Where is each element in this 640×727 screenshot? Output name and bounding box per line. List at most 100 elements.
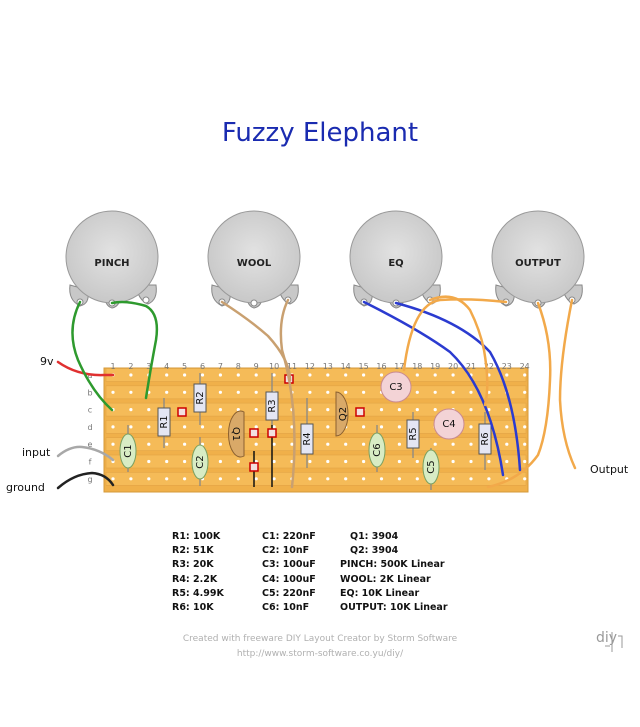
bom-item: C5: 220nF [262, 587, 316, 599]
board-hole [451, 442, 455, 446]
bom-item: OUTPUT: 10K Linear [340, 601, 448, 613]
wire-ground [56, 471, 115, 490]
board-hole [469, 459, 473, 464]
label-r5: R5 [408, 427, 419, 440]
board-hole [218, 390, 222, 394]
label-r2: R2 [195, 391, 206, 404]
column-number: 1 [110, 362, 115, 371]
board-hole [254, 442, 258, 446]
board-hole [147, 408, 151, 412]
bom-item: R2: 51K [172, 545, 214, 557]
column-number: 14 [341, 362, 351, 371]
wire-eq-lug3 [428, 295, 489, 407]
transistor-q2: Q2 [335, 391, 349, 437]
trace-cut [355, 407, 365, 417]
capacitor-body [191, 444, 209, 480]
wire-eq-lug1 [362, 300, 505, 477]
label-c4: C4 [442, 419, 455, 430]
capacitor-c6: C6 [368, 425, 386, 472]
board-hole [147, 425, 151, 429]
column-number: 6 [200, 362, 205, 371]
pot-pin [142, 296, 150, 304]
wire-wool-lug3 [279, 298, 296, 489]
board-hole [326, 408, 330, 412]
board-hole [165, 477, 169, 481]
board-hole [111, 477, 115, 481]
board-hole [362, 459, 366, 464]
label-c3: C3 [389, 382, 402, 393]
copper-strip [105, 454, 527, 469]
bom-item: C1: 220nF [262, 531, 316, 542]
diagram-title: Fuzzy Elephant [221, 118, 419, 148]
board-hole [362, 442, 366, 446]
board-hole [344, 442, 348, 446]
board-hole [451, 390, 455, 394]
bom-item: R3: 20K [172, 559, 214, 571]
row-letter: g [87, 475, 92, 484]
board-hole [505, 425, 509, 429]
transistor-body [228, 410, 245, 458]
label-ground: ground [6, 481, 45, 494]
board-hole [183, 425, 187, 429]
board-hole [236, 477, 240, 481]
trace-cut [177, 407, 187, 417]
bom-item: C4: 100uF [262, 573, 316, 585]
board-hole [308, 373, 312, 377]
resistor-r2: R2 [193, 373, 207, 425]
pot-body [349, 210, 443, 304]
resistor-body [406, 419, 420, 449]
board-hole [326, 425, 330, 429]
label-r1: R1 [159, 415, 170, 428]
column-number: 18 [412, 362, 422, 371]
credit-footer: Created with freeware DIY Layout Creator… [0, 632, 640, 662]
bom-item: R5: 4.99K [172, 587, 224, 599]
row-letter: b [87, 388, 92, 397]
board-hole [290, 442, 294, 446]
board-hole [272, 373, 276, 377]
board-hole [379, 373, 384, 377]
board-hole [397, 408, 401, 412]
board-hole [272, 459, 276, 464]
board-hole [218, 373, 222, 377]
bom-item: C3: 100uF [262, 559, 316, 571]
credit-line: Created with freeware DIY Layout Creator… [182, 634, 458, 644]
board-hole [236, 408, 240, 412]
board-hole [236, 390, 240, 394]
row-letter: e [88, 440, 93, 449]
board-hole [129, 477, 133, 481]
pot-pinch: PINCH [65, 210, 159, 309]
board-hole [326, 390, 330, 394]
wire-eq-lug2 [394, 301, 522, 472]
capacitor-body [368, 432, 386, 468]
transistor-q1: Q1 [228, 410, 245, 458]
board-hole [505, 442, 509, 446]
capacitor-c5: C5 [422, 448, 440, 490]
board-hole [415, 477, 419, 481]
trace-cut [249, 428, 259, 438]
column-number: 22 [484, 362, 494, 371]
board-hole [523, 373, 527, 377]
column-number: 24 [520, 362, 530, 371]
board-hole [183, 373, 187, 377]
board-hole [129, 373, 133, 377]
board-hole [523, 408, 527, 412]
bom-item: WOOL: 2K Linear [340, 573, 431, 585]
board-hole [487, 477, 491, 481]
column-number: 5 [182, 362, 187, 371]
board-hole [344, 390, 348, 394]
pot-label-eq: EQ [388, 258, 403, 269]
board-hole [254, 373, 258, 377]
pot-body [491, 210, 585, 304]
board-hole [433, 442, 437, 446]
board-hole [165, 442, 169, 446]
board-hole [183, 442, 187, 446]
resistor-r4: R4 [300, 398, 314, 468]
bom-item: Q2: 3904 [350, 545, 399, 557]
label-c2: C2 [195, 455, 206, 468]
row-letter: d [87, 423, 92, 432]
board-hole [254, 390, 258, 394]
trace-cut [249, 462, 259, 472]
copper-strip [105, 437, 527, 452]
